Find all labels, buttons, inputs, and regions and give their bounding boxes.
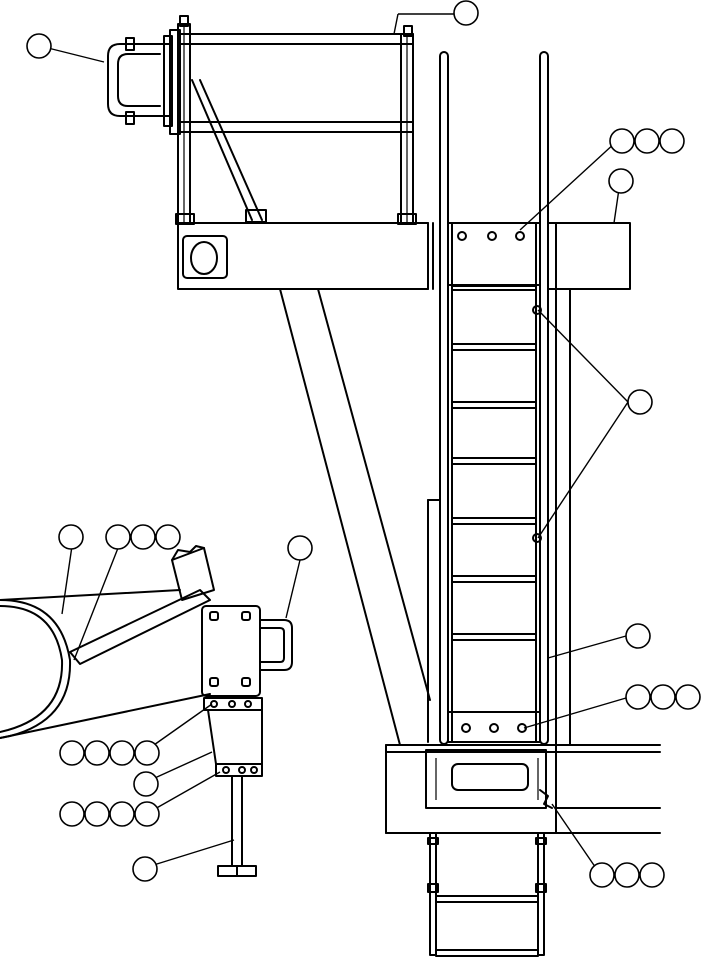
detail-leg bbox=[231, 775, 243, 867]
callout-bubble bbox=[625, 684, 651, 710]
callout-bubble bbox=[133, 771, 159, 797]
step-ladder-rung-1 bbox=[435, 895, 539, 903]
callout-bubble bbox=[134, 801, 160, 827]
detail-mounting-plate bbox=[201, 605, 261, 697]
callout-bubble bbox=[132, 856, 158, 882]
ladder-rungs bbox=[451, 285, 537, 641]
callout-bubble bbox=[639, 862, 665, 888]
bottom-bolts bbox=[461, 723, 527, 733]
callout-bubble bbox=[609, 128, 635, 154]
step-ladder-rung-2 bbox=[435, 949, 539, 957]
callout-bubble bbox=[589, 862, 615, 888]
bracket-arm-end bbox=[171, 547, 215, 601]
callout-bubble bbox=[625, 623, 651, 649]
callout-bubble bbox=[59, 740, 85, 766]
mid-rail bbox=[177, 121, 414, 133]
beam-hole bbox=[190, 241, 218, 275]
callout-bubble bbox=[650, 684, 676, 710]
step-ladder-rail-right bbox=[537, 832, 545, 956]
callout-bubble bbox=[59, 801, 85, 827]
callout-bubble bbox=[155, 524, 181, 550]
lower-frame bbox=[385, 744, 661, 957]
callout-bubble bbox=[130, 524, 156, 550]
callout-bubble bbox=[84, 801, 110, 827]
detail-view bbox=[0, 545, 293, 877]
step-handle-slot bbox=[451, 763, 529, 791]
callout-bubble bbox=[134, 740, 160, 766]
handrail-assembly bbox=[107, 15, 434, 290]
ladder-side-rail-right bbox=[539, 51, 549, 745]
leader-lines bbox=[47, 13, 629, 875]
top-rail bbox=[177, 33, 414, 45]
upper-deck-beam bbox=[177, 222, 429, 290]
callout-bubble bbox=[58, 524, 84, 550]
ladder-side-rail-left bbox=[439, 51, 449, 745]
callout-bubble bbox=[84, 740, 110, 766]
right-beam-end bbox=[547, 222, 631, 290]
ladder-bottom-bracket bbox=[447, 711, 541, 743]
callout-bubble bbox=[109, 801, 135, 827]
lower-step-plate bbox=[425, 749, 547, 809]
callout-bubble bbox=[659, 128, 685, 154]
step-ladder-rail-left bbox=[429, 832, 437, 956]
top-bolts bbox=[457, 231, 525, 241]
callout-bubble bbox=[608, 168, 634, 194]
beam-access-plate bbox=[182, 235, 228, 279]
callout-bubble bbox=[105, 524, 131, 550]
callout-bubble bbox=[109, 740, 135, 766]
callout-bubble bbox=[453, 0, 479, 26]
callout-bubble bbox=[614, 862, 640, 888]
main-ladder bbox=[427, 51, 631, 746]
callout-bubble bbox=[627, 389, 653, 415]
callout-bubble bbox=[26, 33, 52, 59]
callout-bubble bbox=[675, 684, 701, 710]
support-column bbox=[279, 288, 431, 746]
callout-bubble bbox=[287, 535, 313, 561]
callout-bubbles bbox=[26, 0, 701, 888]
callout-bubble bbox=[634, 128, 660, 154]
